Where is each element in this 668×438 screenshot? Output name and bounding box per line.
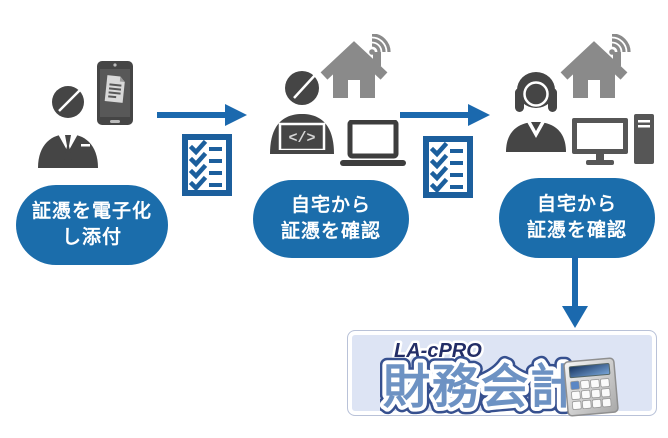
step-bubble-check-home-2: 自宅から 証憑を確認: [499, 178, 655, 258]
desktop-pc-icon: [572, 114, 654, 165]
laptop-icon: [340, 120, 406, 166]
svg-text:財務会計: 財務会計: [383, 360, 579, 413]
svg-text:財務会計: 財務会計: [383, 360, 579, 413]
arrow-right-icon: [157, 104, 247, 126]
person-laptop-icon: </>: [270, 71, 334, 154]
step-label-line1: 証憑を電子化: [31, 201, 152, 222]
step-label-line2: 証憑を確認: [526, 220, 627, 241]
brand-logo: LA-cPRO: [392, 338, 485, 365]
step-label-line1: 自宅から: [290, 195, 371, 216]
businessman-icon: [38, 86, 98, 168]
brand-logo-text: LA-cPRO: [394, 340, 482, 362]
wifi-icon: [609, 34, 631, 55]
house-wifi-icon: [560, 34, 631, 98]
product-name-text: 財務会計: [383, 360, 579, 413]
calculator-icon: [563, 357, 619, 417]
product-name-logo: 財務会計 財務会計 財務会計: [380, 354, 584, 416]
step-label-line2: し添付: [61, 227, 122, 248]
arrow-down-icon: [562, 256, 588, 328]
checklist-icon: [182, 134, 232, 196]
checklist-icon: [423, 136, 473, 198]
arrow-right-icon: [400, 104, 490, 126]
document-glyph: [104, 75, 125, 103]
house-wifi-icon: [320, 34, 391, 98]
step-bubble-digitize: 証憑を電子化 し添付: [16, 185, 168, 265]
businesswoman-icon: [506, 72, 566, 152]
product-box: LA-cPRO 財務会計 財務会計 財務会計: [347, 330, 657, 417]
code-glyph: </>: [288, 130, 315, 147]
step-bubble-check-home-1: 自宅から 証憑を確認: [253, 180, 409, 258]
step-label-line1: 自宅から: [536, 194, 617, 215]
smartphone-document-icon: [97, 61, 133, 125]
step-label-line2: 証憑を確認: [280, 221, 381, 242]
wifi-icon: [369, 34, 391, 55]
